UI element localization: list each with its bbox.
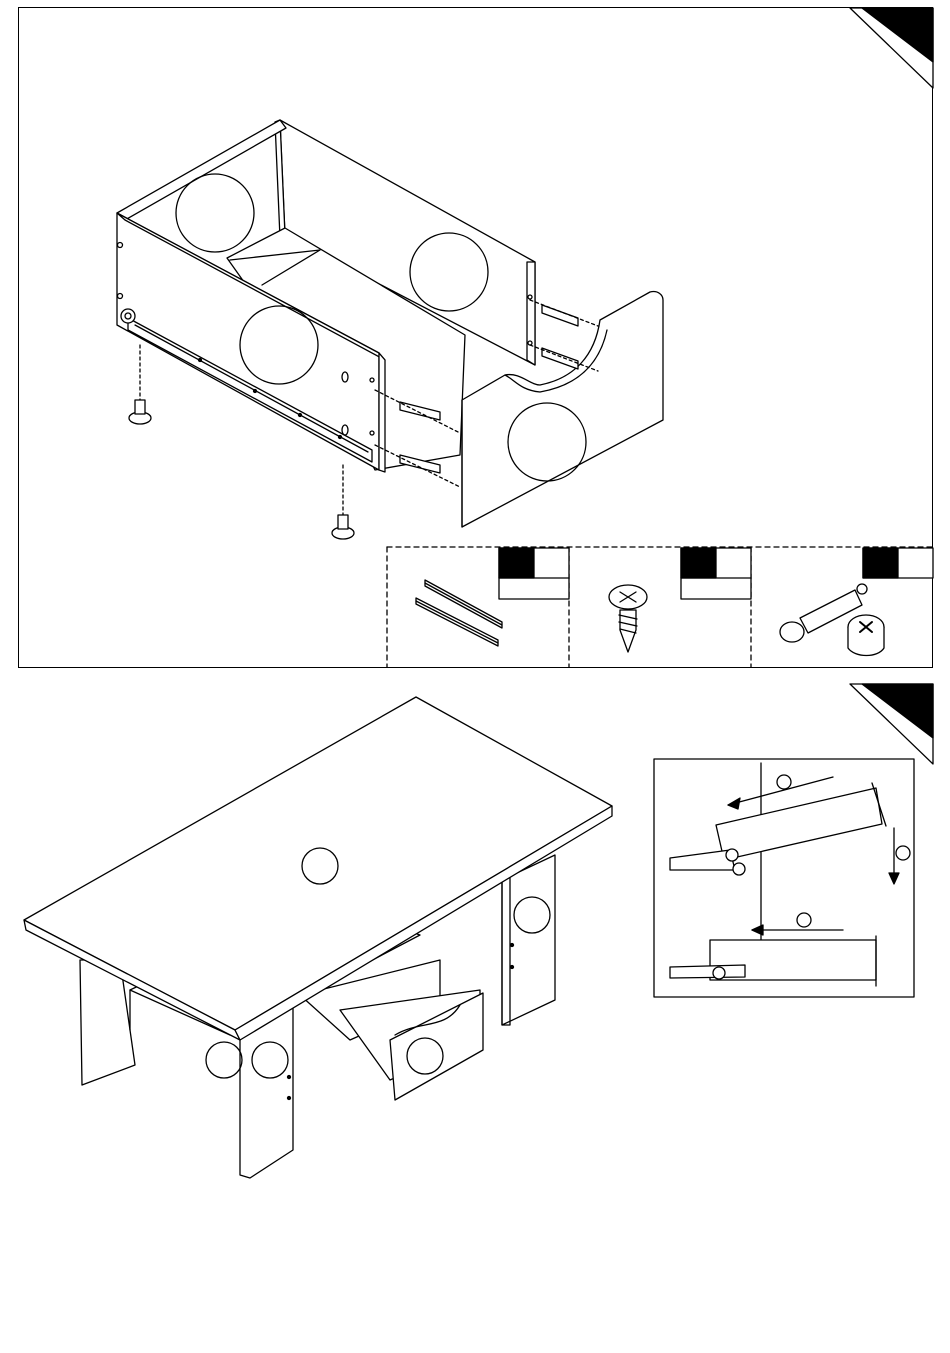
parts-legend [387, 547, 933, 667]
drawer-box-illustration [117, 120, 663, 539]
cam-lock-icon [780, 584, 884, 656]
step-corner-tab-top [850, 8, 933, 88]
drawer-rail-icon [416, 580, 502, 646]
step-corner-tab-bottom [850, 684, 933, 764]
screw-icon-large [609, 585, 647, 652]
drawer-insert-inset [654, 759, 914, 997]
coffee-table-illustration [24, 697, 612, 1178]
